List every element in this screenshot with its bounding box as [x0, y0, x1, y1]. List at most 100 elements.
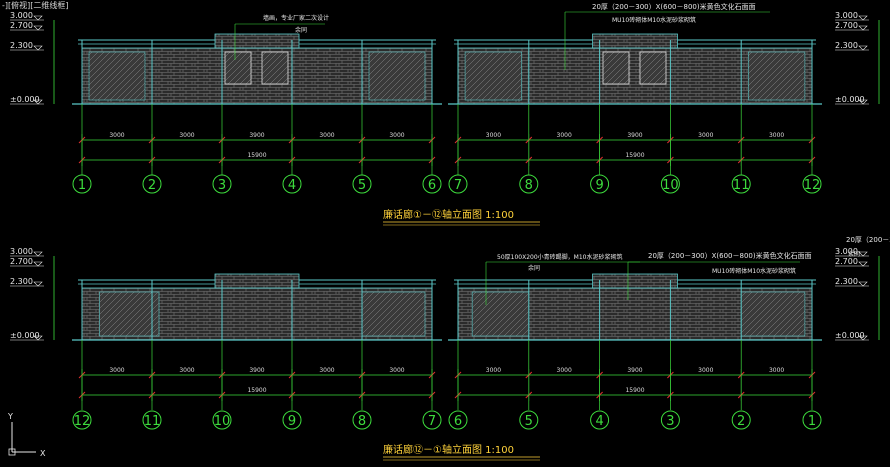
- dimension-value: 3000: [486, 367, 501, 374]
- elevation-level-label: 2.700: [10, 257, 33, 266]
- elevation-level-label: 3.000: [835, 247, 858, 256]
- axis-bubble-label: 7: [454, 178, 462, 193]
- dimension-value: 3900: [627, 132, 642, 139]
- axis-bubble-label: 2: [737, 414, 745, 429]
- dimension-value: 3000: [319, 367, 334, 374]
- axis-bubble-label: 4: [288, 178, 296, 193]
- dimension-value: 3000: [698, 132, 713, 139]
- elevation-level-marker: [858, 25, 868, 31]
- dimension-value: 3000: [769, 367, 784, 374]
- axis-bubble: [802, 410, 822, 430]
- axis-bubble-label: 11: [144, 414, 161, 429]
- dimension-value: 3000: [179, 132, 194, 139]
- elevation-level-label: 2.300: [10, 277, 33, 286]
- note-text: 20厚（200－300）X(600－800)米黄色文化石面面: [648, 251, 812, 260]
- axis-bubble: [448, 410, 468, 430]
- stone-panel: [88, 51, 146, 101]
- note-text: 墙画，专业厂家二次设计: [263, 14, 329, 22]
- elevation-level-label: ±0.000: [10, 95, 40, 104]
- ucs-y-label: Y: [7, 412, 13, 421]
- axis-bubble-label: 6: [428, 178, 436, 193]
- note-text: 20厚（200－300）X(600－800)米黄色文化石面面: [592, 2, 756, 11]
- axis-bubble-label: 3: [218, 178, 226, 193]
- axis-bubble-label: 5: [525, 414, 533, 429]
- axis-bubble: [72, 174, 92, 194]
- dimension-total: 15900: [247, 387, 266, 394]
- dimension-total: 15900: [625, 387, 644, 394]
- axis-bubble-label: 10: [214, 414, 231, 429]
- axis-bubble: [660, 174, 680, 194]
- axis-bubble-label: 2: [148, 178, 156, 193]
- elevation-level-marker: [33, 281, 43, 287]
- elevation-level-label: ±0.000: [835, 331, 865, 340]
- stone-panel: [361, 291, 426, 337]
- elevation-level-marker: [33, 261, 43, 267]
- axis-bubble-label: 6: [454, 414, 462, 429]
- ucs-origin-box: [8, 448, 16, 456]
- elevation-level-marker: [33, 251, 43, 257]
- axis-bubble-label: 9: [288, 414, 296, 429]
- elevation-level-label: 2.700: [835, 257, 858, 266]
- dimension-value: 3000: [179, 367, 194, 374]
- dimension-value: 3000: [389, 367, 404, 374]
- raised-parapet: [592, 33, 678, 49]
- elevation-level-marker: [33, 25, 43, 31]
- axis-bubble: [352, 410, 372, 430]
- axis-bubble-label: 10: [662, 178, 679, 193]
- dimension-value: 3000: [319, 132, 334, 139]
- dimension-value: 3000: [109, 132, 124, 139]
- dimension-value: 3000: [698, 367, 713, 374]
- stone-panel: [740, 291, 806, 337]
- axis-bubble-label: 12: [804, 178, 821, 193]
- axis-bubble: [802, 174, 822, 194]
- elevation-level-marker: [33, 99, 43, 105]
- elevation-level-label: 2.300: [10, 41, 33, 50]
- note-text: 余同: [295, 26, 307, 34]
- elevation-level-marker: [858, 99, 868, 105]
- dimension-value: 3000: [557, 132, 572, 139]
- axis-bubble: [590, 410, 610, 430]
- axis-bubble: [590, 174, 610, 194]
- axis-bubble-label: 8: [525, 178, 533, 193]
- stone-panel: [368, 51, 426, 101]
- elevation-level-label: 3.000: [10, 247, 33, 256]
- elevation-level-marker: [858, 15, 868, 21]
- raised-parapet: [214, 33, 300, 49]
- axis-bubble-label: 3: [666, 414, 674, 429]
- dimension-value: 3900: [627, 367, 642, 374]
- elevation-level-marker: [858, 281, 868, 287]
- note-text: 50厚100X200小青砖踢脚，M10水泥砂浆砌筑: [497, 253, 622, 261]
- axis-bubble: [72, 410, 92, 430]
- dimension-value: 3900: [249, 132, 264, 139]
- axis-bubble: [519, 410, 539, 430]
- raised-parapet: [592, 273, 678, 289]
- window-screen: [639, 51, 667, 85]
- note-text: MU10砖砌体M10水泥砂浆砌筑: [612, 16, 696, 24]
- elevation-level-label: 2.700: [10, 21, 33, 30]
- axis-bubble-label: 7: [428, 414, 436, 429]
- dimension-value: 3000: [769, 132, 784, 139]
- viewport-label[interactable]: -][俯视][二维线框]: [2, 1, 69, 10]
- raised-parapet: [214, 273, 300, 289]
- elevation-level-marker: [33, 15, 43, 21]
- axis-bubble: [352, 174, 372, 194]
- axis-bubble: [660, 410, 680, 430]
- elevation-level-marker: [858, 251, 868, 257]
- axis-bubble-label: 9: [595, 178, 603, 193]
- note-text: 余同: [848, 250, 860, 258]
- note-text: 余同: [528, 264, 540, 272]
- stone-panel: [471, 291, 530, 337]
- dimension-value: 3000: [486, 132, 501, 139]
- axis-bubble: [212, 174, 232, 194]
- elevation-level-label: 2.300: [835, 277, 858, 286]
- axis-bubble-label: 1: [808, 414, 816, 429]
- elevation-level-marker: [33, 335, 43, 341]
- drawing-title: 廉话廊①－⑫轴立面图 1:100: [383, 208, 514, 221]
- axis-bubble-label: 1: [78, 178, 86, 193]
- dimension-value: 3000: [557, 367, 572, 374]
- note-text: 20厚（200－3: [846, 236, 890, 244]
- window-screen: [224, 51, 252, 85]
- axis-bubble-label: 8: [358, 414, 366, 429]
- elevation-level-label: ±0.000: [835, 95, 865, 104]
